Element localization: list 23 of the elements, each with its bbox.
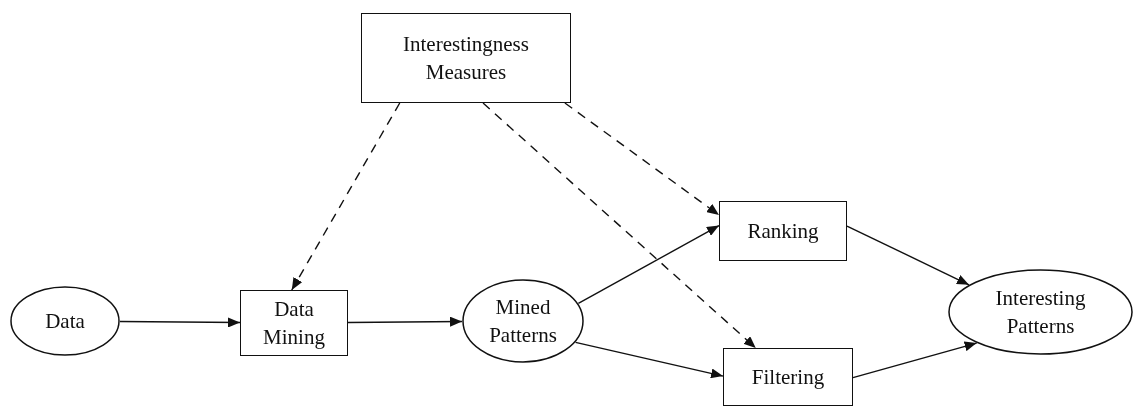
arrow	[347, 316, 463, 327]
process-box	[723, 348, 853, 406]
arrow	[577, 224, 720, 305]
arrow	[852, 341, 978, 379]
ellipse-node	[10, 286, 120, 356]
node-label: Mined Patterns	[488, 293, 558, 349]
dashed-arrow	[291, 102, 401, 291]
node-label: Filtering	[751, 363, 825, 391]
node-label: Interesting Patterns	[994, 284, 1087, 340]
arrow	[846, 225, 970, 286]
arrow	[119, 317, 241, 328]
process-box	[240, 290, 348, 356]
ellipse-node	[462, 279, 584, 363]
node-label: Data	[45, 307, 85, 335]
arrow	[574, 341, 724, 379]
process-box	[719, 201, 847, 261]
ellipse-node	[948, 269, 1133, 355]
node-label: Interestingness Measures	[402, 30, 530, 86]
dashed-arrow	[482, 102, 757, 349]
node-label: Data Mining	[262, 295, 326, 351]
node-label: Ranking	[747, 217, 819, 245]
dashed-arrow	[564, 102, 720, 216]
process-box	[361, 13, 571, 103]
